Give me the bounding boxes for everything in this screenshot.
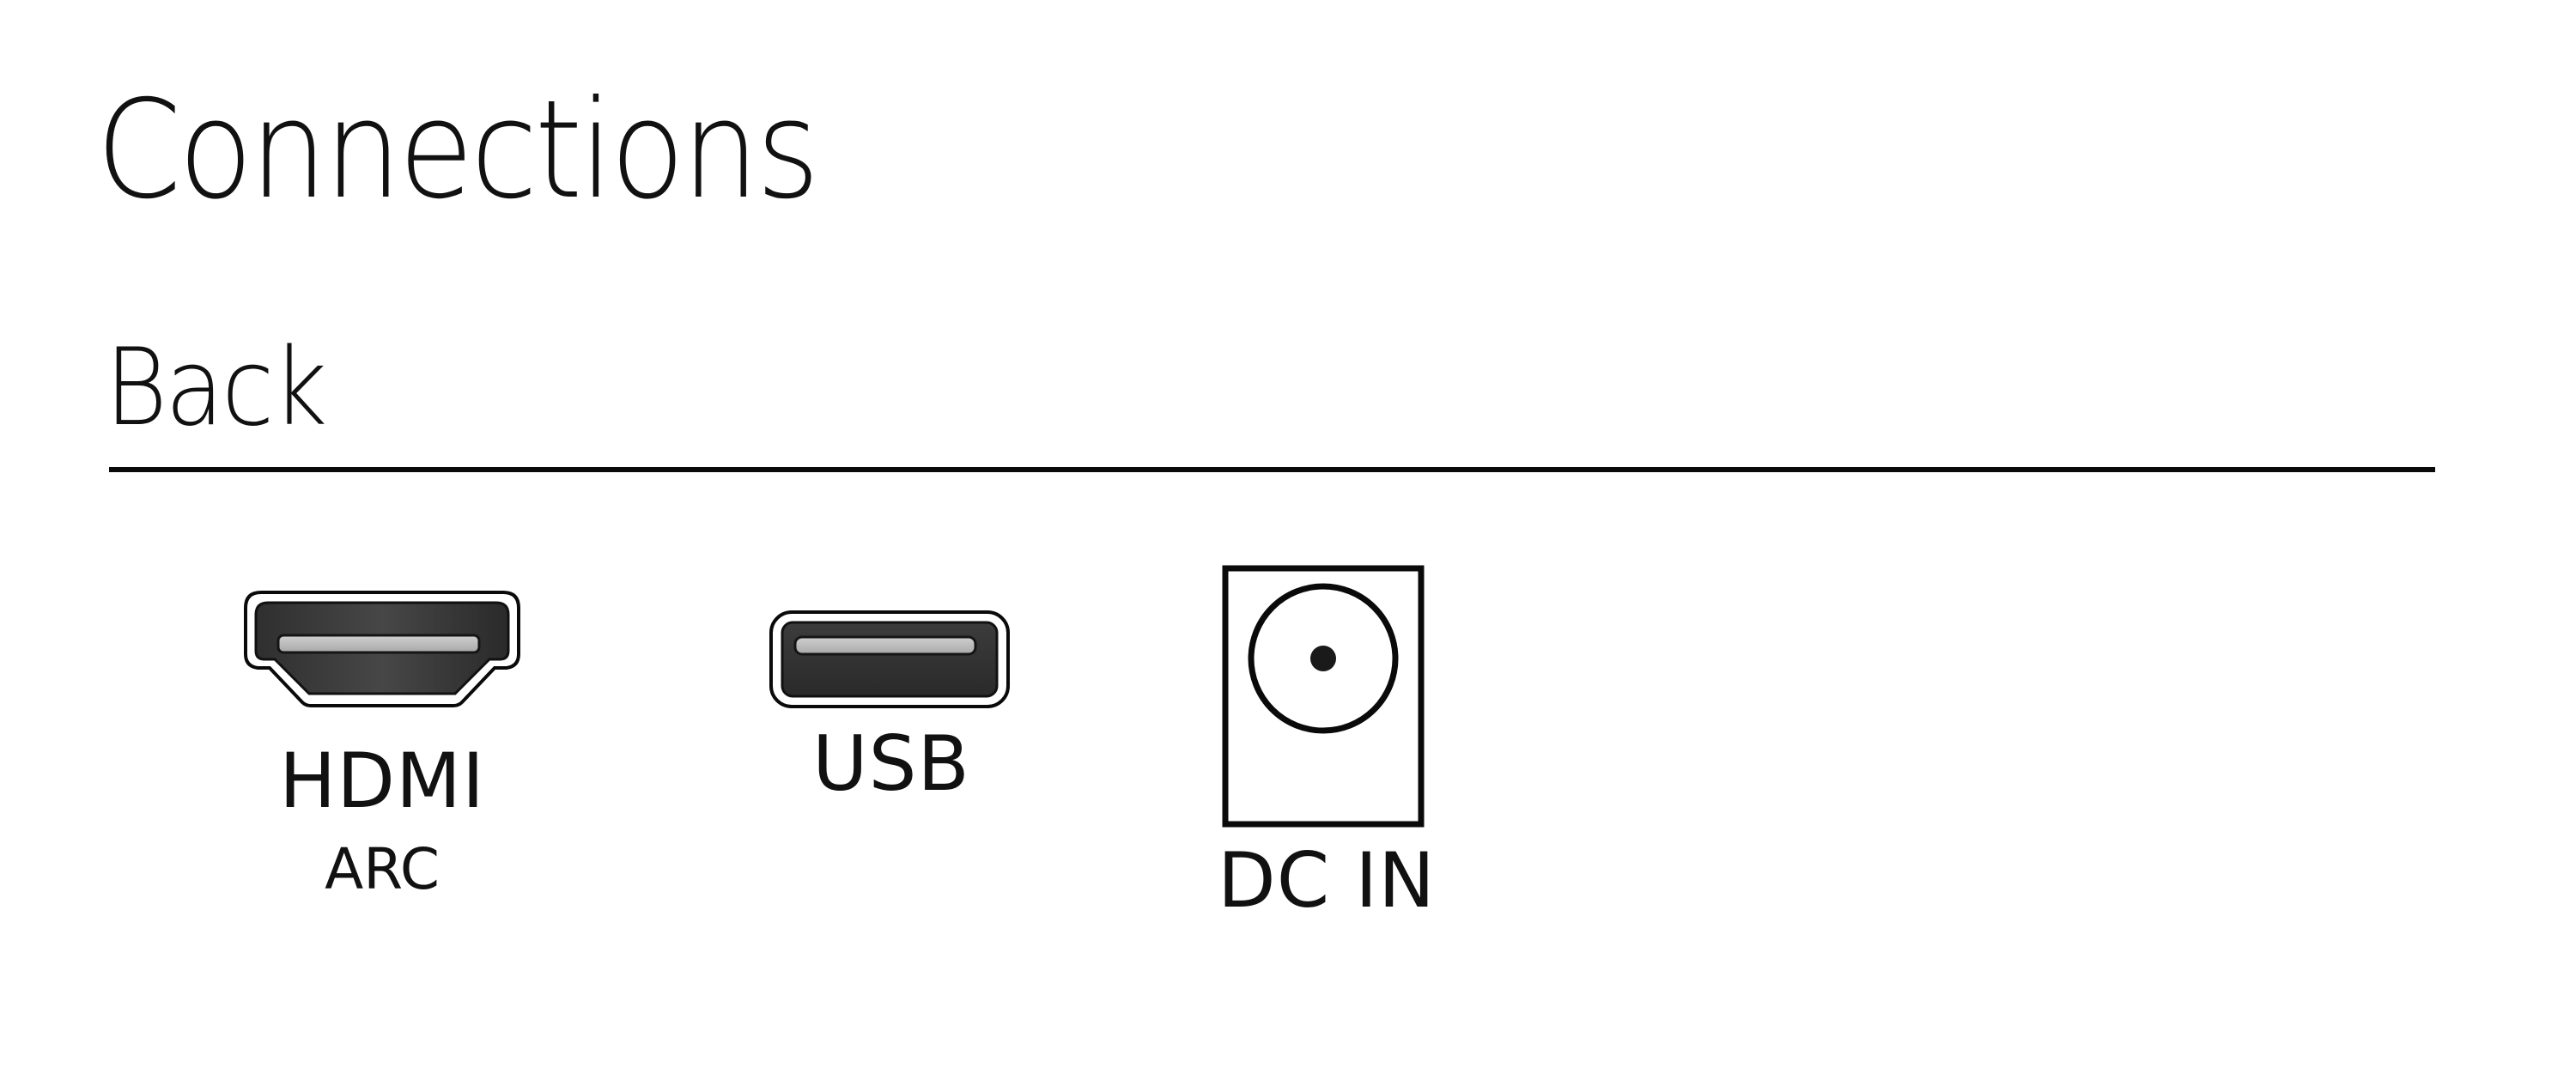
usb-port-icon <box>769 610 1010 708</box>
port-label: HDMI <box>279 737 485 825</box>
page-title: Connections <box>96 71 820 229</box>
section-heading: Back <box>105 326 327 450</box>
port-sublabel: ARC <box>325 836 440 902</box>
dc-in-port-icon <box>1222 565 1425 828</box>
hdmi-port-icon <box>244 591 520 707</box>
port-label: DC IN <box>1218 836 1436 925</box>
port-label: USB <box>812 719 970 808</box>
section-divider <box>109 467 2435 472</box>
